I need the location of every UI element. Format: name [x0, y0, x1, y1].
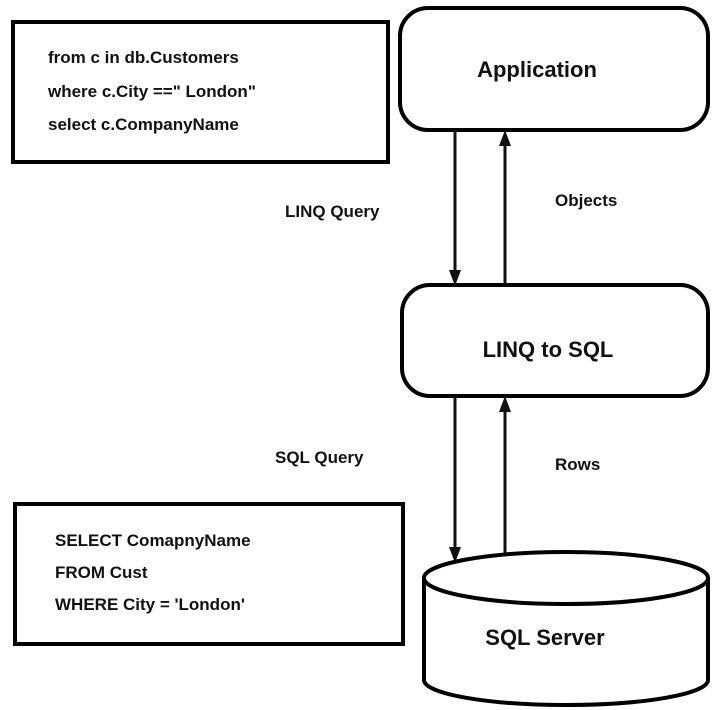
- database-cylinder-body: [422, 578, 710, 707]
- sql-query-label: SQL Query: [275, 448, 364, 467]
- application-node: Application: [398, 6, 710, 132]
- linq-to-sql-label: LINQ to SQL: [483, 337, 614, 362]
- rows-arrow: [499, 396, 511, 553]
- sql-code-line-3: WHERE City = 'London': [55, 595, 245, 614]
- linq-code-line-3: select c.CompanyName: [48, 115, 239, 134]
- linq-code-line-1: from c in db.Customers: [48, 48, 239, 67]
- linq-code-box: from c in db.Customers where c.City ==" …: [11, 20, 390, 164]
- linq-code-line-2: where c.City ==" London": [47, 82, 256, 101]
- sql-server-label: SQL Server: [485, 625, 605, 650]
- sql-code-line-1: SELECT ComapnyName: [55, 531, 251, 550]
- rows-label: Rows: [555, 455, 600, 474]
- sql-code-box: SELECT ComapnyName FROM Cust WHERE City …: [13, 502, 405, 646]
- sql-query-arrow: [449, 396, 461, 563]
- objects-arrow: [499, 130, 511, 284]
- linq-query-arrow: [449, 130, 461, 286]
- application-label: Application: [477, 57, 597, 82]
- sql-server-node: SQL Server: [422, 550, 710, 707]
- objects-label: Objects: [555, 191, 617, 210]
- database-cylinder-top: [422, 550, 710, 606]
- sql-code-line-2: FROM Cust: [55, 563, 148, 582]
- linq-query-label: LINQ Query: [285, 202, 380, 221]
- linq-to-sql-node: LINQ to SQL: [400, 283, 710, 398]
